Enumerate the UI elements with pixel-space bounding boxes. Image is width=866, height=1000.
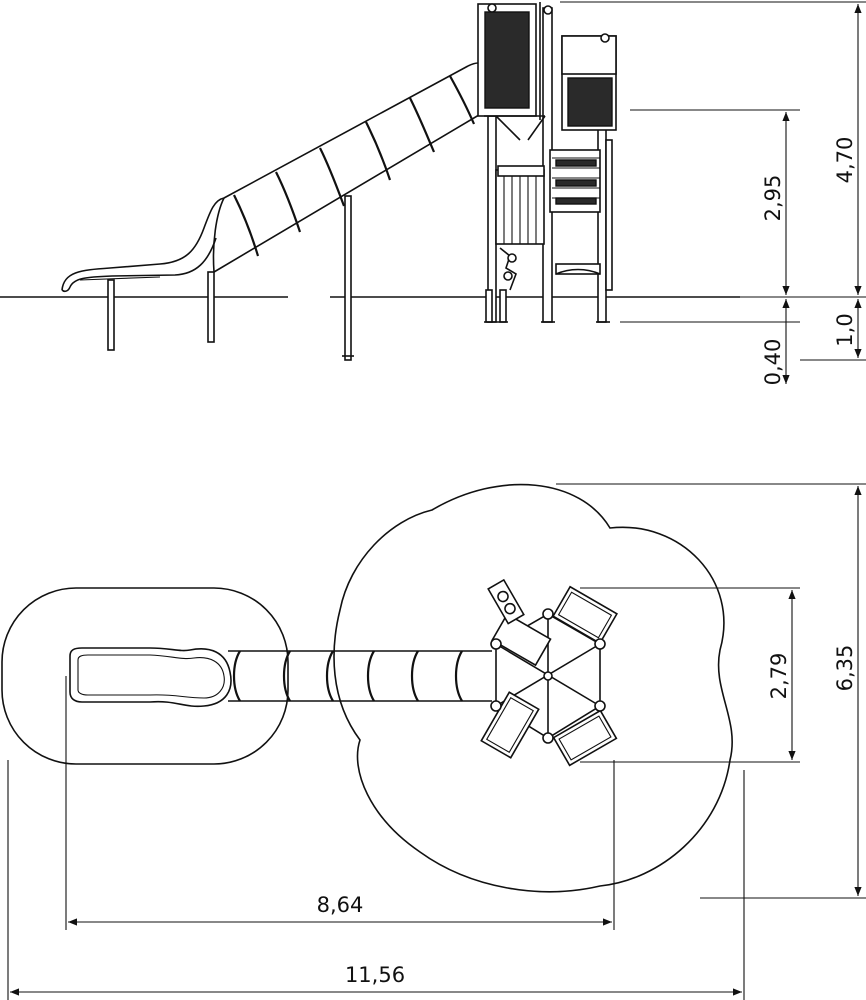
dim-platform-height: 2,95 <box>761 175 785 222</box>
tower-side <box>477 2 617 323</box>
plan-dimensions: 6,35 2,79 8,64 11,56 <box>7 483 866 1000</box>
dim-overall-length: 11,56 <box>345 963 405 987</box>
tower-plan <box>480 578 618 767</box>
dim-foundation-depth: 0,40 <box>761 339 785 386</box>
side-elevation: 4,70 2,95 1,0 0,40 <box>0 1 866 386</box>
side-dimensions: 4,70 2,95 1,0 0,40 <box>560 1 866 386</box>
dim-overall-height: 4,70 <box>833 137 857 184</box>
dim-overall-width: 6,35 <box>833 645 857 692</box>
slide-safety-zone <box>1 587 289 765</box>
dim-tower-width: 2,79 <box>767 653 791 700</box>
dim-slide-length: 8,64 <box>317 893 364 917</box>
slide-outrun-plan <box>69 647 232 708</box>
ladder-plan <box>487 578 525 625</box>
slide-outrun <box>61 197 225 293</box>
plan-view: 6,35 2,79 8,64 11,56 <box>1 483 866 1000</box>
slide-tube-plan <box>228 650 492 702</box>
slide-supports <box>107 195 354 361</box>
slide-tube <box>212 62 485 273</box>
tower-safety-zone <box>333 483 733 893</box>
dim-safety-depth: 1,0 <box>833 313 857 346</box>
